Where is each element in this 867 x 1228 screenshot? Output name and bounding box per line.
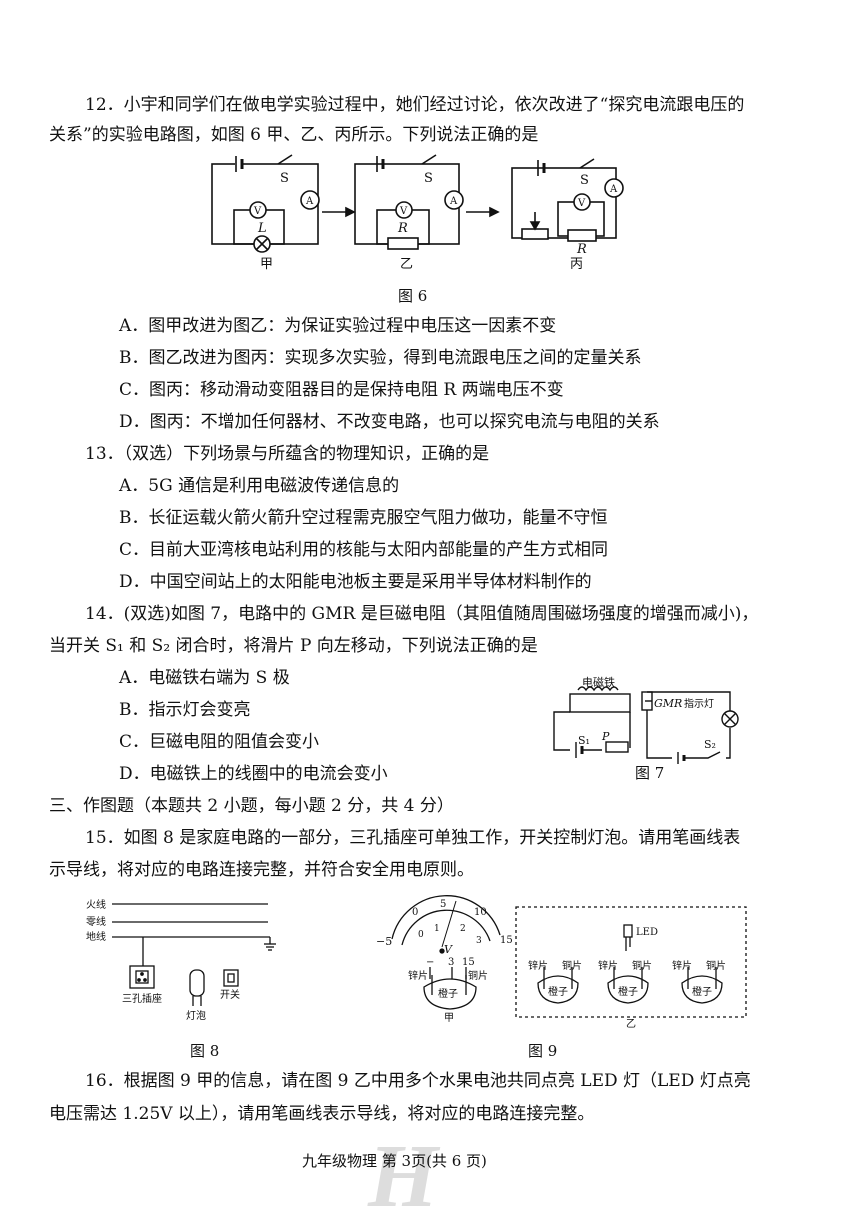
q13-option-c: C．目前大亚湾核电站利用的核能与太阳内部能量的产生方式相同 (119, 540, 609, 560)
section3-heading: 三、作图题（本题共 2 小题，每小题 2 分，共 4 分） (49, 796, 454, 816)
fig6-ammeter-yi: A (449, 196, 458, 207)
fig9-yi-orange-1: 橙子 (548, 985, 568, 998)
fig9-scale-top-0: 0 (412, 907, 418, 918)
q14-option-a: A．电磁铁右端为 S 极 (119, 668, 290, 688)
fig8-bulb-label: 灯泡 (186, 1009, 206, 1022)
fig6-resistor-label-yi: R (397, 221, 408, 236)
figure-6-circuits: S A V L 甲 S A V R 乙 S A V R 丙 (211, 154, 624, 272)
fig7-indicator-label: 指示灯 (684, 697, 714, 710)
fig9-terminal-3: 3 (448, 957, 454, 968)
fig6-switch-label-jia: S (280, 171, 289, 186)
fig6-label-yi: 乙 (400, 257, 413, 272)
q13-option-a: A．5G 通信是利用电磁波传递信息的 (119, 476, 400, 496)
fig6-resistor-label-bing: R (576, 242, 587, 257)
page-footer: 九年级物理 第 3页(共 6 页) (302, 1152, 487, 1170)
q12-option-a: A．图甲改进为图乙：为保证实验过程中电压这一因素不变 (119, 316, 557, 336)
fig6-label-jia: 甲 (260, 257, 273, 272)
fig9-yi-zinc-2: 锌片 (598, 959, 618, 972)
q13-option-b: B．长征运载火箭火箭升空过程需克服空气阻力做功，能量不守恒 (119, 508, 608, 528)
fig8-caption: 图 8 (190, 1042, 220, 1060)
figure-8-home-circuit: 火线 零线 地线 三孔插座 灯泡 开关 (86, 898, 276, 1022)
fig7-electromagnet-label: 电磁铁 (582, 676, 615, 689)
fig9-meter-v: V (444, 943, 453, 956)
fig9-scale-top-10: 10 (474, 907, 487, 918)
q14-option-c: C．巨磁电阻的阻值会变小 (119, 732, 320, 752)
fig7-caption: 图 7 (635, 764, 665, 782)
fig9-led-label: LED (636, 927, 658, 938)
fig9-yi-orange-2: 橙子 (618, 985, 638, 998)
q14-option-d: D．电磁铁上的线圈中的电流会变小 (119, 764, 388, 784)
fig9-terminal-minus: − (426, 957, 434, 968)
fig7-s2-label: S₂ (704, 738, 716, 751)
fig9-jia-copper: 铜片 (468, 969, 488, 982)
q14-stem-line1: 14．(双选)如图 7，电路中的 GMR 是巨磁电阻（其阻值随周围磁场强度的增强… (85, 604, 759, 624)
fig8-socket-label: 三孔插座 (122, 992, 162, 1005)
q14-option-b: B．指示灯会变亮 (119, 700, 251, 720)
fig6-switch-label-yi: S (424, 171, 433, 186)
fig9-scale-top-5: 5 (440, 899, 446, 910)
fig6-voltmeter-jia: V (253, 206, 262, 217)
q12-option-c: C．图丙：移动滑动变阻器目的是保持电阻 R 两端电压不变 (119, 380, 564, 400)
figure-9-fruit-battery: −5 0 5 10 15 0 1 2 3 V − 3 15 锌片 铜片 橙子 甲… (376, 895, 747, 1030)
q12-option-d: D．图丙：不增加任何器材、不改变电路，也可以探究电流与电阻的关系 (119, 412, 660, 432)
fig9-terminal-15: 15 (462, 957, 475, 968)
fig9-yi-copper-2: 铜片 (632, 959, 652, 972)
fig8-ground-wire-label: 地线 (86, 930, 106, 943)
fig8-neutral-wire-label: 零线 (86, 915, 106, 928)
fig6-voltmeter-bing: V (577, 198, 586, 209)
watermark-logo: H (368, 1127, 438, 1226)
fig9-scale-top-15: 15 (500, 935, 513, 946)
q16-stem-line1: 16．根据图 9 甲的信息，请在图 9 乙中用多个水果电池共同点亮 LED 灯（… (85, 1071, 751, 1091)
fig9-yi-copper-1: 铜片 (562, 959, 582, 972)
q15-stem-line2: 示导线，将对应的电路连接完整，并符合安全用电原则。 (49, 860, 474, 880)
fig9-yi-zinc-1: 锌片 (528, 959, 548, 972)
fig7-s1-label: S₁ (578, 734, 590, 747)
fig9-jia-zinc: 锌片 (408, 969, 428, 982)
fig9-yi-zinc-3: 锌片 (672, 959, 692, 972)
q12-stem-line2: 关系”的实验电路图，如图 6 甲、乙、丙所示。下列说法正确的是 (49, 125, 539, 145)
fig9-label-jia: 甲 (444, 1013, 454, 1024)
figure-7-circuit: 电磁铁 GMR 指示灯 S₁ P S₂ (553, 676, 739, 764)
fig9-label-yi: 乙 (626, 1018, 636, 1030)
fig9-jia-orange: 橙子 (438, 987, 458, 1000)
fig9-caption: 图 9 (528, 1042, 558, 1060)
q13-stem: 13．（双选）下列场景与所蕴含的物理知识，正确的是 (85, 444, 490, 464)
fig9-scale-bottom-3: 3 (476, 936, 482, 946)
fig7-gmr-label: GMR (654, 697, 682, 710)
fig9-scale-minus5: −5 (376, 935, 392, 948)
fig9-yi-copper-3: 铜片 (706, 959, 726, 972)
q12-stem-line1: 12．小宇和同学们在做电学实验过程中，她们经过讨论，依次改进了“探究电流跟电压的 (85, 95, 745, 115)
fig6-voltmeter-yi: V (399, 206, 408, 217)
q12-option-b: B．图乙改进为图丙：实现多次实验，得到电流跟电压之间的定量关系 (119, 348, 642, 368)
fig9-scale-bottom-2: 2 (460, 924, 466, 934)
fig6-label-bing: 丙 (570, 257, 583, 272)
fig8-live-wire-label: 火线 (86, 898, 106, 911)
fig6-lamp-label: L (257, 221, 267, 236)
fig6-switch-label-bing: S (580, 173, 589, 188)
q13-option-d: D．中国空间站上的太阳能电池板主要是采用半导体材料制作的 (119, 572, 592, 592)
fig6-caption: 图 6 (398, 287, 428, 305)
q15-stem-line1: 15．如图 8 是家庭电路的一部分，三孔插座可单独工作，开关控制灯泡。请用笔画线… (85, 828, 741, 848)
fig8-switch-label: 开关 (220, 988, 240, 1001)
fig7-p-label: P (601, 730, 610, 743)
q14-stem-line2: 当开关 S₁ 和 S₂ 闭合时，将滑片 P 向左移动，下列说法正确的是 (49, 636, 538, 656)
fig6-ammeter-jia: A (305, 196, 314, 207)
q16-stem-line2: 电压需达 1.25V 以上），请用笔画线表示导线，将对应的电路连接完整。 (49, 1104, 595, 1124)
fig9-scale-bottom-1: 1 (434, 924, 440, 934)
fig9-scale-bottom-0: 0 (418, 930, 424, 940)
fig9-yi-orange-3: 橙子 (692, 985, 712, 998)
fig6-ammeter-bing: A (609, 184, 618, 195)
